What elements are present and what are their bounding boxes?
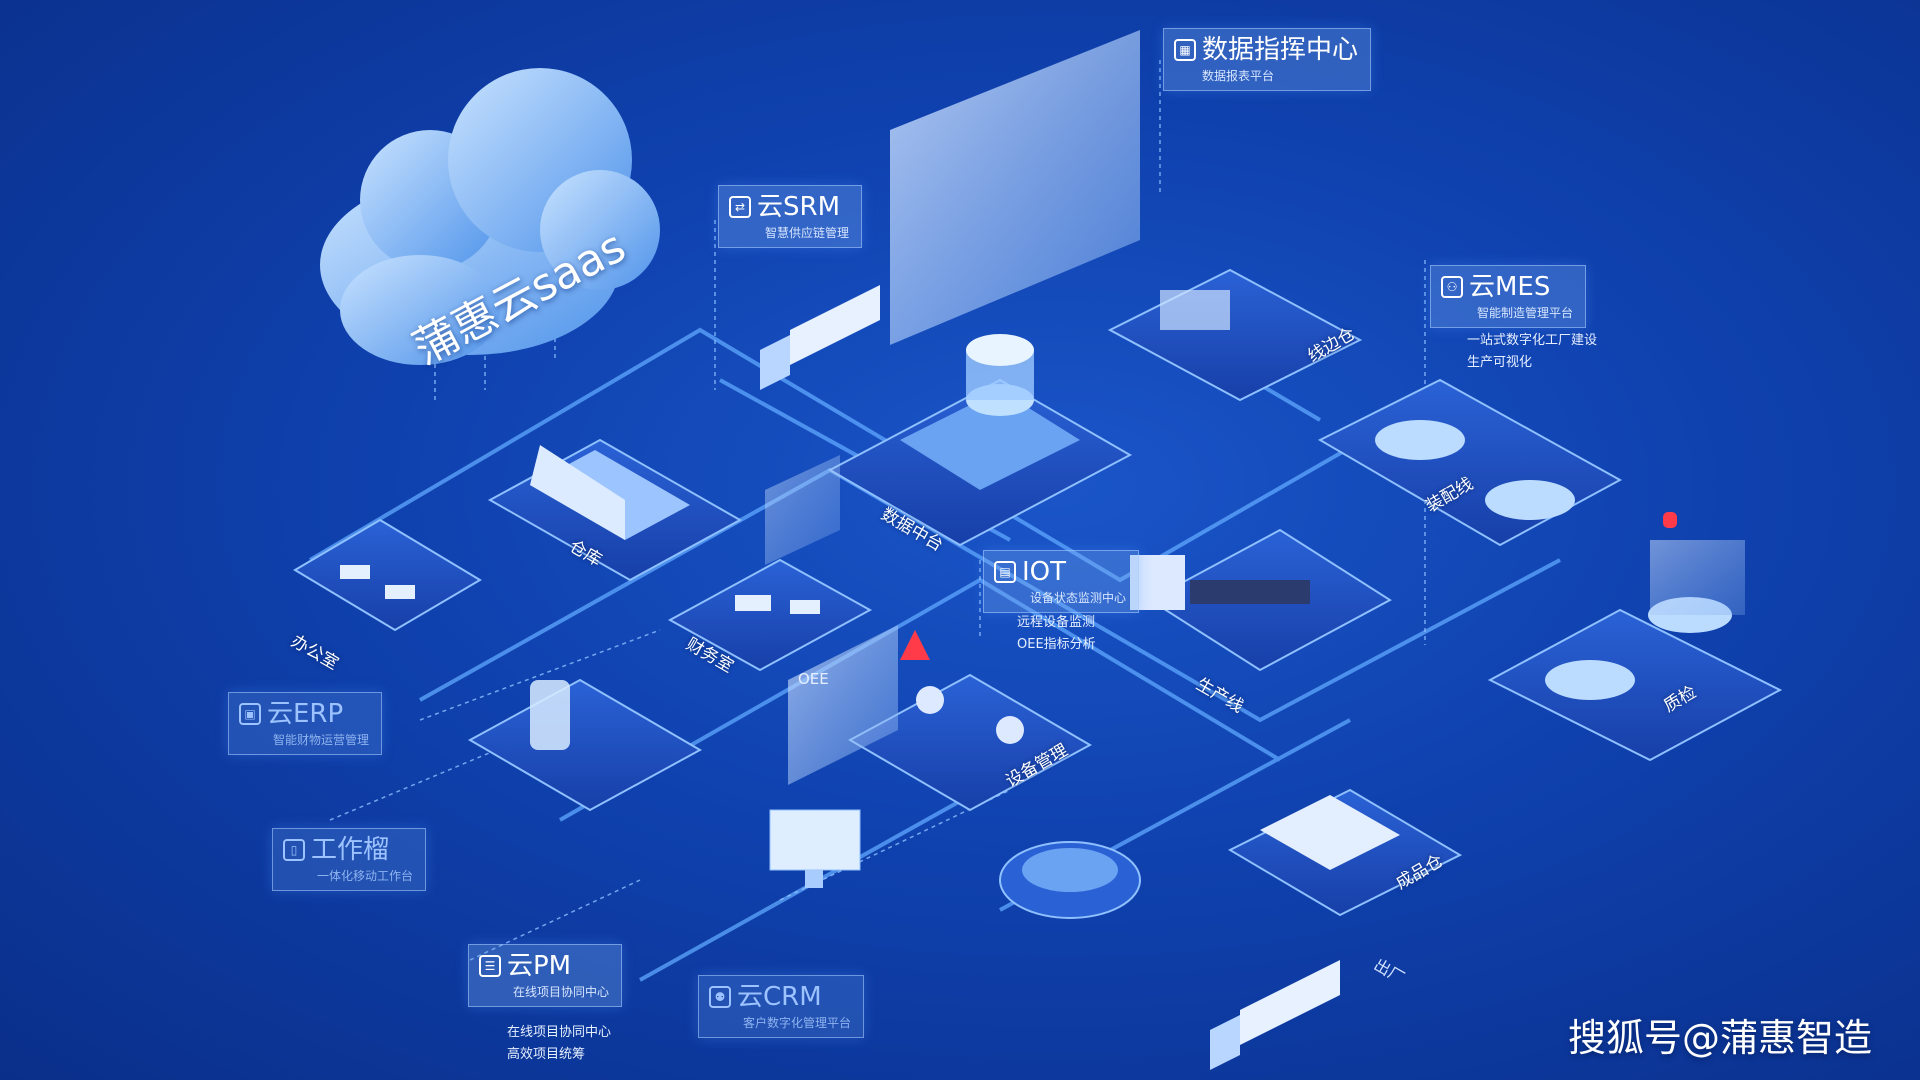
saas-cloud — [320, 68, 660, 365]
card-subtitle: 智能制造管理平台 — [1477, 306, 1574, 320]
platform-erp — [467, 678, 703, 812]
oee-screen — [788, 625, 898, 785]
iot-note: OEE指标分析 — [1017, 637, 1096, 652]
mes-note: 生产可视化 — [1467, 355, 1533, 370]
mobile-icon: ▯ — [283, 839, 305, 861]
data-command-card[interactable]: ▦ 数据指挥中心 数据报表平台 — [1163, 28, 1372, 91]
mes-card[interactable]: ⚇ 云MES 智能制造管理平台 — [1430, 265, 1587, 328]
device-monitor-icon: ▤ — [994, 561, 1016, 583]
card-subtitle: 智能财物运营管理 — [273, 733, 370, 747]
platform-data-center — [827, 334, 1133, 547]
platform-quality — [1487, 540, 1783, 762]
card-subtitle: 设备状态监测中心 — [1030, 591, 1127, 605]
watermark: 搜狐号@蒲惠智造 — [1567, 1016, 1872, 1060]
pm-card[interactable]: ☰ 云PM 在线项目协同中心 — [468, 944, 623, 1007]
card-title: 云CRM — [737, 982, 822, 1012]
erp-icon: ▣ — [239, 703, 261, 725]
pm-note: 在线项目协同中心 — [507, 1025, 612, 1040]
worker-icon: ⚇ — [1441, 276, 1463, 298]
card-subtitle: 数据报表平台 — [1202, 69, 1275, 83]
platform-office — [293, 518, 482, 632]
platform-warehouse — [487, 438, 743, 582]
card-title: 云PM — [507, 951, 572, 981]
mes-note: 一站式数字化工厂建设 — [1467, 333, 1598, 348]
pm-computer — [769, 809, 861, 888]
platform-assembly — [1317, 378, 1623, 547]
card-subtitle: 一体化移动工作台 — [317, 869, 414, 883]
platform-meeting — [999, 841, 1141, 919]
iot-notes: 远程设备监测 OEE指标分析 — [1017, 612, 1096, 656]
pm-note: 高效项目统筹 — [507, 1047, 586, 1062]
truck-bottom — [1210, 960, 1340, 1070]
customer-icon: ⚉ — [709, 986, 731, 1008]
card-title: IOT — [1022, 557, 1067, 587]
dashboard-icon: ▦ — [1174, 39, 1196, 61]
card-subtitle: 智慧供应链管理 — [765, 226, 850, 240]
platform-equipment — [847, 673, 1093, 812]
card-title: 云SRM — [757, 192, 841, 222]
erp-card[interactable]: ▣ 云ERP 智能财物运营管理 — [228, 692, 383, 755]
warning-icon — [900, 630, 930, 660]
platform-production — [1130, 528, 1392, 672]
card-title: 数据指挥中心 — [1202, 35, 1359, 65]
finance-screen — [765, 455, 840, 565]
crm-card[interactable]: ⚉ 云CRM 客户数字化管理平台 — [698, 975, 865, 1038]
iot-card[interactable]: ▤ IOT 设备状态监测中心 — [983, 550, 1140, 613]
card-title: 云MES — [1469, 272, 1551, 302]
iot-note: 远程设备监测 — [1017, 615, 1096, 630]
card-subtitle: 客户数字化管理平台 — [743, 1016, 852, 1030]
platform-finished — [1227, 788, 1463, 917]
platform-finance — [667, 558, 873, 672]
card-subtitle: 在线项目协同中心 — [513, 985, 610, 999]
card-title: 云ERP — [267, 699, 344, 729]
card-title: 工作榴 — [311, 835, 390, 865]
oee-label: OEE — [798, 670, 829, 688]
project-icon: ☰ — [479, 955, 501, 977]
data-command-panel — [890, 30, 1140, 345]
workbench-card[interactable]: ▯ 工作榴 一体化移动工作台 — [272, 828, 427, 891]
pm-notes: 在线项目协同中心 高效项目统筹 — [507, 1022, 611, 1066]
alarm-light-icon — [1663, 512, 1677, 528]
platform-line-side — [1107, 268, 1363, 402]
mes-notes: 一站式数字化工厂建设 生产可视化 — [1467, 330, 1597, 374]
truck-top — [760, 285, 880, 390]
srm-card[interactable]: ⇄ 云SRM 智慧供应链管理 — [718, 185, 863, 248]
supply-chain-icon: ⇄ — [729, 196, 751, 218]
